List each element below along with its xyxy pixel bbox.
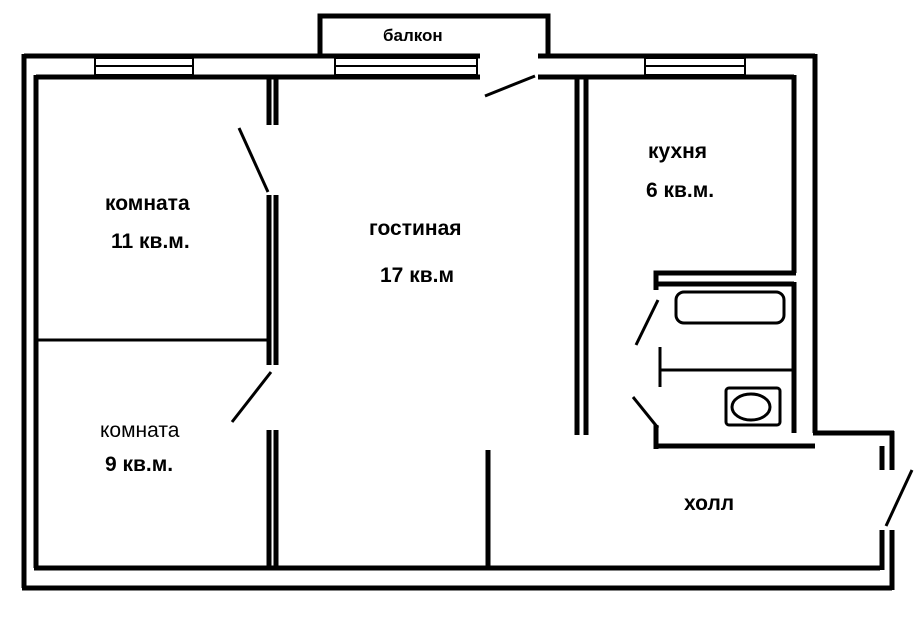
label-kitchen-name: кухня <box>648 140 708 163</box>
toilet <box>724 386 782 427</box>
entrance-door <box>884 469 914 527</box>
outer-wall <box>21 53 895 591</box>
label-room1-area: 11 кв.м. <box>111 230 190 253</box>
label-room1-name: комната <box>105 192 190 215</box>
label-room2-name: комната <box>100 419 180 442</box>
label-kitchen-area: 6 кв.м. <box>646 179 715 202</box>
bathtub <box>674 290 786 325</box>
label-balcony: балкон <box>383 26 443 45</box>
label-room2-area: 9 кв.м. <box>105 453 174 476</box>
label-living-area: 17 кв.м <box>380 264 454 287</box>
window-kitchen <box>644 57 746 76</box>
partition-kitchen <box>574 75 589 435</box>
door-room2 <box>230 371 273 423</box>
balcony-door <box>484 74 536 98</box>
label-hall-name: холл <box>684 492 735 515</box>
window-living <box>334 57 478 76</box>
partition-left <box>266 75 279 568</box>
bathroom-walls <box>653 270 815 449</box>
label-living-name: гостиная <box>369 217 462 240</box>
door-room1 <box>237 127 270 193</box>
door-bath <box>634 299 660 346</box>
window-room1 <box>94 57 194 76</box>
balcony-outline <box>317 13 551 55</box>
door-toilet <box>631 396 660 429</box>
